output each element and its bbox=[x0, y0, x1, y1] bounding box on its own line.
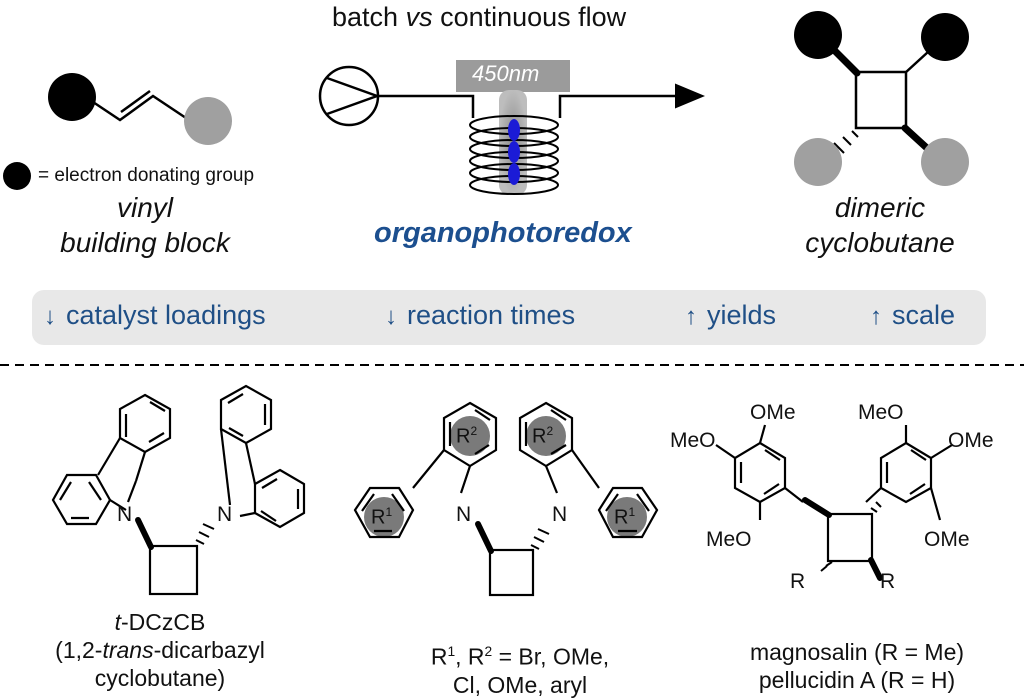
r1-label: R1 bbox=[614, 505, 635, 530]
banner-item-yields: ↑ yields bbox=[685, 300, 776, 331]
arrow-up-icon: ↑ bbox=[870, 303, 882, 330]
meo-label: MeO bbox=[670, 429, 716, 452]
banner-item-scale: ↑ scale bbox=[870, 300, 955, 331]
r-superscript: 1 bbox=[385, 505, 393, 519]
dimeric-label-line1: dimeric bbox=[834, 192, 926, 223]
caption-line: cyclobutane) bbox=[94, 665, 226, 691]
r-symbol: R bbox=[467, 643, 485, 670]
ome-label: OMe bbox=[948, 429, 994, 452]
ome-label: OMe bbox=[924, 528, 970, 551]
r-symbol: R bbox=[456, 425, 471, 448]
organophotoredox-label: organophotoredox bbox=[374, 217, 632, 249]
scheme-title: batch vs continuous flow bbox=[332, 2, 626, 33]
caption-substituents: R1, R2 = Br, OMe, Cl, OMe, aryl bbox=[370, 638, 670, 699]
r-symbol: R bbox=[430, 643, 448, 670]
r-symbol: R bbox=[532, 425, 547, 448]
caption-line: Cl, OMe, aryl bbox=[452, 671, 588, 698]
caption-text: (1,2- bbox=[55, 637, 103, 663]
caption-line: magnosalin (R = Me) bbox=[749, 639, 965, 665]
atom-n: N bbox=[117, 503, 133, 526]
wavelength-label: 450nm bbox=[472, 61, 540, 86]
arrow-up-icon: ↑ bbox=[685, 303, 697, 330]
banner-item-label: reaction times bbox=[407, 300, 576, 330]
structure-magnosalin bbox=[715, 424, 953, 581]
caption-italic: t bbox=[114, 609, 122, 635]
title-post: continuous flow bbox=[432, 2, 627, 32]
atom-n: N bbox=[217, 503, 233, 526]
caption-line: (1,2-trans-dicarbazyl bbox=[20, 636, 300, 664]
meo-label: MeO bbox=[858, 401, 904, 424]
caption-italic: trans bbox=[102, 637, 154, 663]
vinyl-label-line2: building block bbox=[60, 227, 230, 258]
meo-label: MeO bbox=[706, 528, 752, 551]
banner-item-label: catalyst loadings bbox=[66, 300, 266, 330]
r1-label: R1 bbox=[371, 505, 392, 530]
atom-n: N bbox=[552, 503, 568, 526]
caption-line: t-DCzCB bbox=[20, 608, 300, 636]
structure-substituted bbox=[353, 401, 659, 597]
r-symbol: R bbox=[614, 506, 629, 529]
caption-tdczcb: t-DCzCB (1,2-trans-dicarbazyl cyclobutan… bbox=[20, 608, 300, 692]
r-symbol: R bbox=[371, 506, 386, 529]
improvements-banner bbox=[32, 290, 986, 345]
atom-n: N bbox=[456, 503, 472, 526]
title-vs: vs bbox=[405, 2, 433, 32]
caption-text: = Br, OMe, bbox=[492, 643, 610, 670]
banner-item-times: ↓ reaction times bbox=[385, 300, 575, 331]
r-superscript: 1 bbox=[628, 505, 636, 519]
dimeric-cyclobutane bbox=[794, 11, 969, 186]
r-label: R bbox=[880, 570, 896, 593]
banner-item-label: yields bbox=[707, 300, 777, 330]
arrow-down-icon: ↓ bbox=[44, 303, 56, 330]
banner-item-catalyst: ↓ catalyst loadings bbox=[44, 300, 266, 331]
banner-item-label: scale bbox=[892, 300, 956, 330]
legend-dot bbox=[3, 162, 31, 190]
caption-text: -dicarbazyl bbox=[153, 637, 265, 663]
r2-label: R2 bbox=[456, 424, 477, 449]
ome-label: OMe bbox=[750, 401, 796, 424]
title-pre: batch bbox=[332, 2, 406, 32]
r-label: R bbox=[790, 570, 806, 593]
caption-line: pellucidin A (R = H) bbox=[758, 667, 956, 693]
caption-text: -DCzCB bbox=[121, 609, 206, 635]
r-superscript: 2 bbox=[470, 424, 478, 438]
structure-tdczcb bbox=[51, 384, 306, 596]
arrow-down-icon: ↓ bbox=[385, 303, 397, 330]
r-superscript: 1 bbox=[447, 644, 456, 659]
flow-reactor bbox=[318, 60, 705, 195]
caption-magnosalin: magnosalin (R = Me) pellucidin A (R = H) bbox=[712, 638, 1002, 694]
r-superscript: 2 bbox=[546, 424, 554, 438]
dimeric-label-line2: cyclobutane bbox=[805, 227, 955, 258]
legend-text: = electron donating group bbox=[38, 165, 255, 186]
r-superscript: 2 bbox=[484, 644, 493, 659]
caption-line: R1, R2 = Br, OMe, bbox=[430, 643, 610, 670]
vinyl-label-line1: vinyl bbox=[116, 192, 173, 223]
r2-label: R2 bbox=[532, 424, 553, 449]
vinyl-building-block bbox=[48, 73, 232, 145]
